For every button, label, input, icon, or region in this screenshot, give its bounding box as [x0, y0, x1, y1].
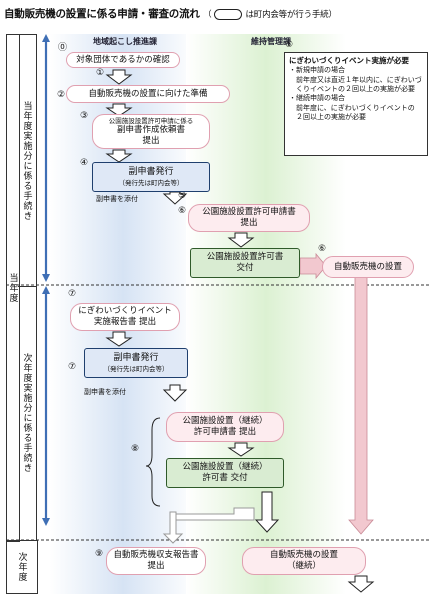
step-number-7: ⑦: [68, 289, 77, 299]
step-number-4: ④: [80, 158, 89, 168]
legend-oval-icon: [214, 9, 243, 20]
arrow-7b-to-8: [162, 384, 188, 402]
step-2-box: 自動販売機の設置に向けた準備: [66, 85, 230, 103]
attach-note-1: 副申書を添付: [96, 195, 138, 203]
step-6-box: 公園施設設置許可申請書 提出: [188, 204, 310, 232]
step-number-9: ⑨: [95, 549, 104, 559]
step-8-box: 公園施設設置（継続） 許可申請書 提出: [166, 412, 284, 442]
requirement-note-line: くりイベントの２回以上の実施が必要: [289, 85, 415, 93]
step-number-6: ⑥: [178, 206, 187, 216]
arrow-7-to-7b: [105, 331, 133, 347]
arrow-6-to-6g: [227, 232, 255, 248]
step-9-box: 自動販売機収支報告書 提出: [106, 547, 206, 575]
step-number-7b: ⑦: [68, 362, 77, 372]
arrow-8g-to-install: [254, 491, 280, 533]
step-7-box: にぎわいづくりイベント 実施報告書 提出: [70, 303, 180, 331]
step-3-box: 公園施設設置許可申請に係る 副申書作成依頼書 提出: [92, 114, 210, 149]
bracket-8: [145, 417, 161, 507]
step-8-grant-box: 公園施設設置（継続） 許可書 交付: [166, 458, 284, 488]
step-number-3: ③: [80, 111, 89, 121]
step-number-1: ①: [96, 68, 105, 78]
title-text: 自動販売機の設置に係る申請・審査の流れ: [4, 8, 200, 20]
phase-current-year: 当年度: [6, 34, 20, 542]
requirement-note-heading: にぎわいづくりイベント実施が必要: [289, 56, 409, 65]
requirement-note-line: ・継続申請の場合: [289, 94, 345, 103]
arrow-to-install: [299, 252, 327, 280]
step-number-6-install: ⑥: [318, 244, 327, 254]
step-number-2: ②: [57, 90, 66, 100]
requirement-note-line: 前年度又は直近１年以内に、にぎわいづ: [289, 75, 422, 84]
arrow-install-down: [348, 275, 374, 535]
arrow-0-to-2: [105, 69, 133, 85]
requirement-note-line: 前年度に、にぎわいづくりイベントの: [289, 103, 415, 112]
step-6-grant-box: 公園施設設置許可書 交付: [190, 248, 300, 278]
step-number-1-note: ①: [285, 40, 294, 50]
arrow-4-to-6: [162, 191, 188, 205]
step-4-box: 副申書発行 （発行先は町内会等）: [92, 162, 210, 192]
attach-note-2: 副申書を添付: [84, 388, 126, 396]
arrow-install-bottom: [347, 575, 375, 593]
phase-next-procedures: 次年度実施分に係る手続き: [18, 285, 37, 541]
requirement-note-line: ２回以上の実施が必要: [289, 113, 366, 122]
step-0-box: 対象団体であるかの確認: [66, 52, 180, 68]
step-7b-box: 副申書発行 （発行先は町内会等）: [84, 348, 188, 378]
page-title: 自動販売機の設置に係る申請・審査の流れ （は町内会等が行う手続）: [4, 8, 337, 20]
column-header-left: 地域起こし推進課: [93, 37, 157, 46]
arrow-2-to-3: [105, 103, 133, 117]
step-number-8: ⑧: [131, 444, 140, 454]
phase-next-year: 次年度: [6, 540, 38, 594]
column-header-right: 維持管理課: [251, 37, 291, 46]
requirement-note-line: ・新規申請の場合: [289, 66, 345, 75]
arrow-3-to-4: [105, 149, 133, 163]
legend-text: は町内会等が行う手続: [245, 10, 329, 20]
step-number-0: ⓪: [58, 43, 68, 53]
requirement-note: にぎわいづくりイベント実施が必要 ・新規申請の場合 前年度又は直近１年以内に、に…: [284, 52, 428, 156]
install-box: 自動販売機の設置: [322, 256, 414, 278]
phase-current-procedures: 当年度実施分に係る手続き: [18, 34, 37, 287]
arrow-8-to-8g: [227, 442, 255, 457]
step-number-5: ⑤: [178, 191, 187, 201]
install-continue-box: 自動販売機の設置 （継続）: [242, 547, 366, 575]
